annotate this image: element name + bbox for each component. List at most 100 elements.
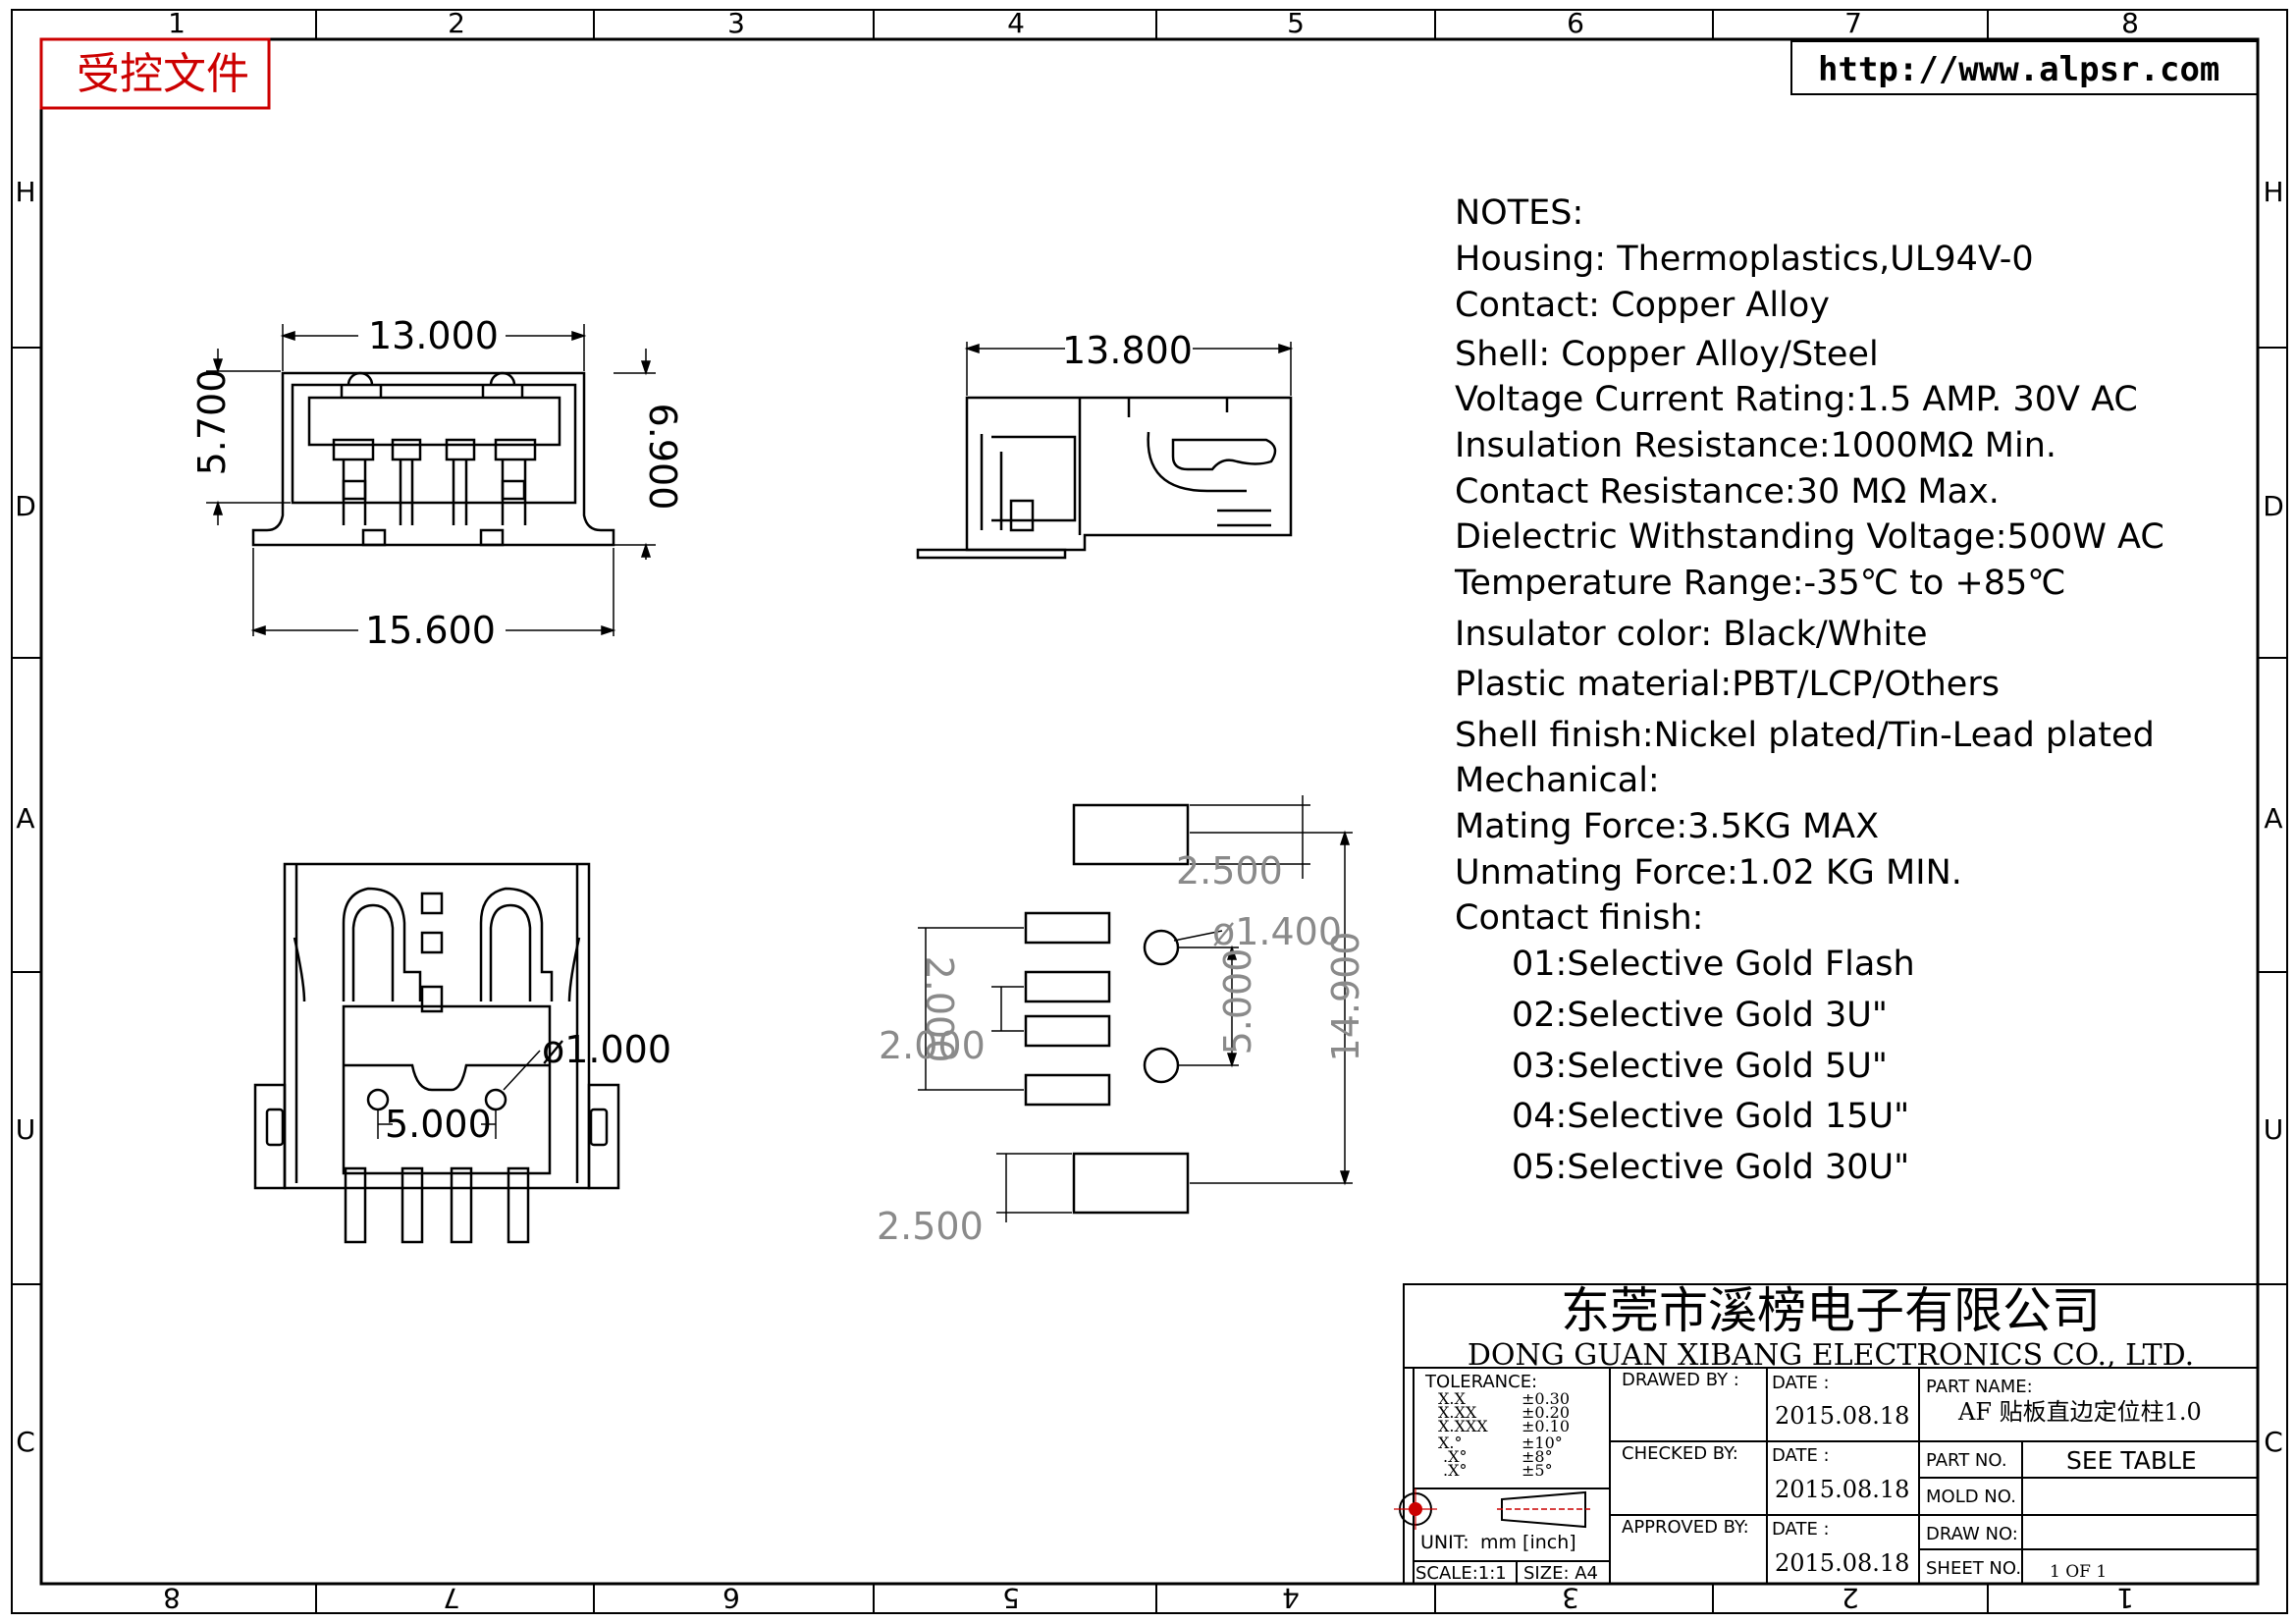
date-approved: 2015.08.18 [1775,1549,1909,1577]
scale-label: SCALE:1:1 [1415,1563,1507,1584]
col-label: 7 [1844,7,1862,39]
row-label: H [2263,176,2283,208]
company-name-en: DONG GUAN XIBANG ELECTRONICS CO., LTD. [1468,1338,2194,1373]
tolerance-key: .X° [1443,1447,1467,1466]
controlled-stamp: 受控文件 [77,49,249,99]
note-line: Plastic material:PBT/LCP/Others [1455,665,2000,704]
dim-pcb-pitch-a: 2.000 [918,956,961,1063]
col-label-bottom: 4 [1282,1582,1300,1614]
approved-by-label: APPROVED BY: [1622,1517,1749,1538]
note-line: Dielectric Withstanding Voltage:500W AC [1455,517,2164,557]
side-view [916,396,1293,560]
finish-option: 01:Selective Gold Flash [1512,945,1915,984]
tolerance-key: X.XXX [1438,1417,1488,1435]
col-label-bottom: 8 [163,1582,181,1614]
bottom-dim-lines [377,1050,541,1139]
note-line: Contact Resistance:30 MΩ Max. [1455,472,2000,512]
finish-option: 05:Selective Gold 30U" [1512,1148,1909,1187]
col-label: 3 [727,7,745,39]
col-label: 6 [1567,7,1584,39]
note-line: Mating Force:3.5KG MAX [1455,807,1879,846]
checked-by-label: CHECKED BY: [1622,1443,1738,1464]
col-label-bottom: 1 [2116,1582,2134,1614]
col-label: 8 [2121,7,2139,39]
dim-pcb-total: 14.900 [1324,932,1367,1062]
note-line: Housing: Thermoplastics,UL94V-0 [1455,240,2034,279]
notes-title: NOTES: [1455,193,1583,233]
date-checked: 2015.08.18 [1775,1476,1909,1503]
tolerance-value: ±0.30 [1522,1389,1570,1408]
note-line: Contact finish: [1455,898,1703,938]
tolerance-key: X.XX [1438,1403,1477,1422]
front-view [251,371,615,547]
note-line: Shell: Copper Alloy/Steel [1455,335,1879,374]
tolerance-value: ±10° [1522,1434,1563,1452]
dim-pcb-pad-bottom: 2.500 [877,1205,984,1248]
website-box [1790,40,2259,95]
notes-block: NOTES: Housing: Thermoplastics,UL94V-0 C… [1454,193,2164,1187]
date-label: DATE : [1772,1445,1830,1466]
note-line: Shell finish:Nickel plated/Tin-Lead plat… [1455,716,2155,755]
dim-front-base-width: 15.600 [365,609,496,652]
tolerance-key: X.° [1438,1434,1462,1452]
col-label: 5 [1287,7,1305,39]
tolerance-key: X.X [1438,1389,1466,1408]
dim-side-length: 13.800 [1062,329,1193,372]
pcb-layout [1024,803,1190,1215]
side-dim-lines [964,342,1294,396]
row-label: A [2264,802,2282,835]
company-name-cn: 东莞市溪榜电子有限公司 [1561,1282,2101,1339]
row-label: C [16,1426,35,1458]
finish-option: 04:Selective Gold 15U" [1512,1097,1909,1136]
row-label: U [16,1113,36,1146]
date-label: DATE : [1772,1373,1830,1393]
tolerance-value: ±5° [1522,1461,1553,1480]
note-line: Unmating Force:1.02 KG MIN. [1455,853,1962,893]
col-label: 1 [168,7,186,39]
dim-bottom-hole: ø1.000 [542,1028,671,1071]
row-label: U [2264,1113,2284,1146]
col-label: 4 [1007,7,1025,39]
pcb-dim-lines [918,795,1353,1222]
row-label: D [15,490,36,522]
note-line: Contact: Copper Alloy [1455,286,1830,325]
draw-no-label: DRAW NO: [1926,1524,2018,1544]
note-line: Insulator color: Black/White [1455,615,1928,654]
note-line: Mechanical: [1455,761,1660,800]
inner-frame [39,37,2260,1586]
title-block-text: 东莞市溪榜电子有限公司 DONG GUAN XIBANG ELECTRONICS… [1394,1282,2202,1584]
bottom-view [253,862,620,1244]
date-label: DATE : [1772,1519,1830,1540]
title-block [1403,1283,2259,1585]
projection-symbol [1394,1488,1590,1530]
dim-front-width: 13.000 [368,314,499,357]
finish-option: 03:Selective Gold 5U" [1512,1047,1888,1086]
tolerance-value: ±8° [1522,1447,1553,1466]
tolerance-value: ±0.20 [1522,1403,1570,1422]
sheet-no: 1 OF 1 [2050,1562,2107,1582]
dim-pcb-pitch-b: 2.000 [879,1024,986,1067]
unit-label: UNIT: [1420,1532,1469,1553]
drawn-by-label: DRAWED BY : [1622,1370,1739,1390]
row-label: A [16,802,34,835]
col-label-bottom: 5 [1002,1582,1020,1614]
dim-front-height-right: 6.900 [641,404,684,511]
date-drawn: 2015.08.18 [1775,1402,1909,1430]
front-dim-lines [206,324,656,636]
tolerance-key: .X° [1443,1461,1467,1480]
col-label-bottom: 2 [1842,1582,1859,1614]
note-line: Voltage Current Rating:1.5 AMP. 30V AC [1455,380,2138,419]
unit-value: mm [inch] [1480,1532,1576,1553]
part-name-label: PART NAME: [1926,1377,2033,1397]
tolerance-value: ±0.10 [1522,1417,1570,1435]
website-url: http://www.alpsr.com [1818,50,2219,89]
part-no: SEE TABLE [2066,1446,2197,1475]
part-name: AF 贴板直边定位柱1.0 [1957,1398,2202,1426]
col-label-bottom: 3 [1562,1582,1579,1614]
dim-front-height-left: 5.700 [190,369,234,476]
dim-bottom-pitch: 5.000 [385,1103,492,1146]
row-label: D [2263,490,2284,522]
dim-pcb-pad-top: 2.500 [1176,849,1283,893]
outer-frame [11,9,2288,1614]
